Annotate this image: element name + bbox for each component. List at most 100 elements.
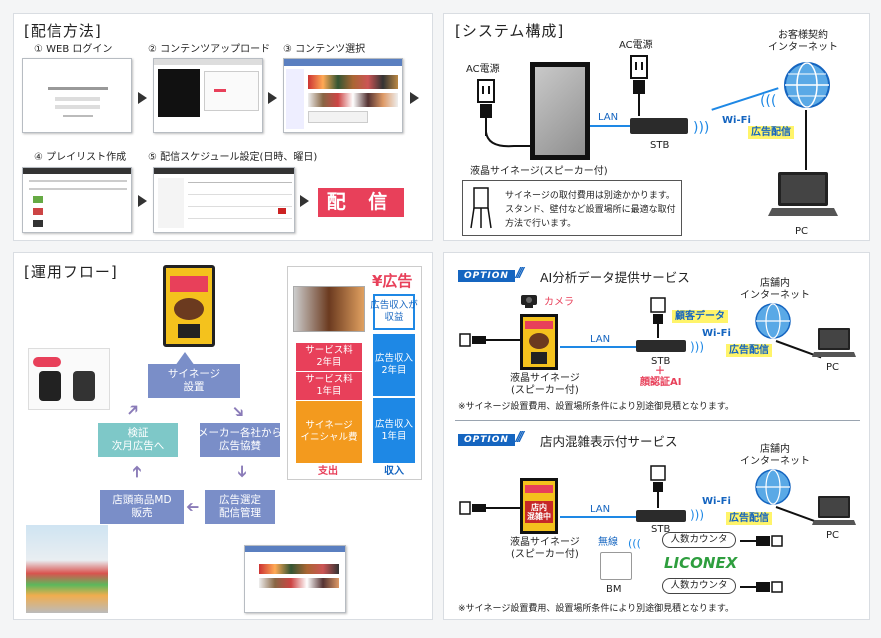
wifi-label: Wi-Fi [722,115,751,126]
customer-data-label: 顧客データ [672,310,728,323]
laptop-icon [812,328,856,357]
laptop-icon [768,172,838,216]
income-label: 収入 [384,466,404,477]
step5-label: ⑤ 配信スケジュール設定(日時、曜日) [148,152,318,163]
divider [455,420,860,421]
wireless-label: 無線 [598,537,618,548]
arrow-right-icon [268,92,277,104]
sponsor-box: メーカー各社から 広告協賛 [198,423,282,457]
power-plug-icon [459,501,520,515]
lan-label: LAN [590,334,611,345]
pointer-shape [175,352,195,366]
wifi-label: Wi-Fi [702,328,731,339]
lan-cable [560,516,636,518]
stb-box [636,510,686,522]
arrow-right-icon [138,195,147,207]
initial-cost-cell: サイネージ イニシャル費 [296,401,362,463]
step4-label: ④ プレイリスト作成 [34,152,127,163]
liconex-logo: LICONEX [664,554,738,572]
expense-label: 支出 [318,466,338,477]
pc-label: PC [826,362,840,373]
bm-device [600,552,632,580]
option2-note: ※サイネージ設置費用、設置場所条件により別途御見積となります。 [458,604,735,614]
signage-display [520,478,558,534]
wifi-waves-icon: ))) [760,92,777,108]
signage-display [520,314,558,370]
ac-power-label: AC電源 [466,64,500,75]
upload-screenshot [153,58,263,133]
stb-label: STB [651,356,671,367]
option2-title: 店内混雑表示付サービス [540,434,678,449]
cost-year2-cell: サービス料 2年目 [296,343,362,371]
power-plug-icon [630,55,648,116]
face-ai-label: 顔認証AI [640,377,682,388]
wifi-waves-icon: ))) [690,340,705,354]
option1-title: AI分析データ提供サービス [540,270,690,285]
crowd-indicator: 店内 混雑中 [527,503,551,521]
people-counter-1: 人数カウンタ [662,532,736,548]
rice-cooker-photo [28,348,110,410]
shelf-box: 店頭商品MD 販売 [100,490,184,524]
pc-label: PC [795,226,809,237]
plus-sign: ＋ [655,366,665,377]
wifi-waves-icon: ))) [690,508,705,522]
ad-delivery-label: 広告配信 [726,512,772,525]
option-tag: OPTION [458,270,515,282]
wifi-waves-icon: ))) [693,120,710,136]
signage-display [530,62,590,160]
lan-cable [590,125,632,127]
step3-label: ③ コンテンツ選択 [283,44,366,55]
ad-delivery-label: 広告配信 [726,344,772,357]
ac-power-label-2: AC電源 [619,40,653,51]
flow-title: [運用フロー] [24,263,118,281]
setup-box: サイネージ 設置 [148,364,240,398]
plug-icon [740,581,783,593]
option-tag: OPTION [458,434,515,446]
stb-label: STB [651,524,671,535]
customer-internet-label: お客様契約 インターネット [768,30,838,53]
globe-icon [784,62,830,108]
arrow-icon: ➔ [233,464,253,479]
pc-label: PC [826,530,840,541]
signage-photo [163,265,215,347]
signage-label: 液晶サイネージ (スピーカー付) [510,537,580,560]
wifi-label: Wi-Fi [702,496,731,507]
power-plug-icon [650,465,666,508]
ad-delivery-label: 広告配信 [748,126,794,139]
globe-icon [755,303,791,339]
revenue-profit-cell: 広告収入が 収益 [370,294,418,330]
stb-box [630,118,688,134]
revenue-year1-cell: 広告収入 1年目 [373,398,415,463]
stb-box [636,340,686,352]
system-title: [システム構成] [455,22,565,40]
store-internet-label: 店舗内 インターネット [740,444,810,467]
oven-photo [293,286,365,332]
cable-line [485,131,534,148]
people-counter-2: 人数カウンタ [662,578,736,594]
cable-line [805,110,807,170]
power-plug-icon [459,333,520,347]
camera-label: カメラ [544,297,574,308]
select-screenshot [283,58,403,133]
login-screenshot [22,58,132,133]
step2-label: ② コンテンツアップロード [148,44,271,55]
lan-label: LAN [598,112,619,123]
verify-box: 検証 次月広告へ [98,423,178,457]
laptop-icon [812,496,856,525]
stand-icon [470,187,492,229]
power-plug-icon [650,297,666,338]
install-note-box [462,180,682,236]
lan-cable [560,346,636,348]
playlist-screenshot [22,167,132,233]
camera-icon [521,295,537,308]
deliver-button[interactable]: 配 信 [318,188,404,217]
slash-decoration: /// [516,430,524,445]
globe-icon [755,469,791,505]
step1-label: ① WEB ログイン [34,44,113,55]
revenue-year2-cell: 広告収入 2年目 [373,334,415,396]
admin-screenshot [244,545,346,613]
arrow-icon: ➔ [127,464,147,479]
select-box: 広告選定 配信管理 [205,490,275,524]
option-panel [443,252,870,620]
slash-decoration: /// [516,266,524,281]
